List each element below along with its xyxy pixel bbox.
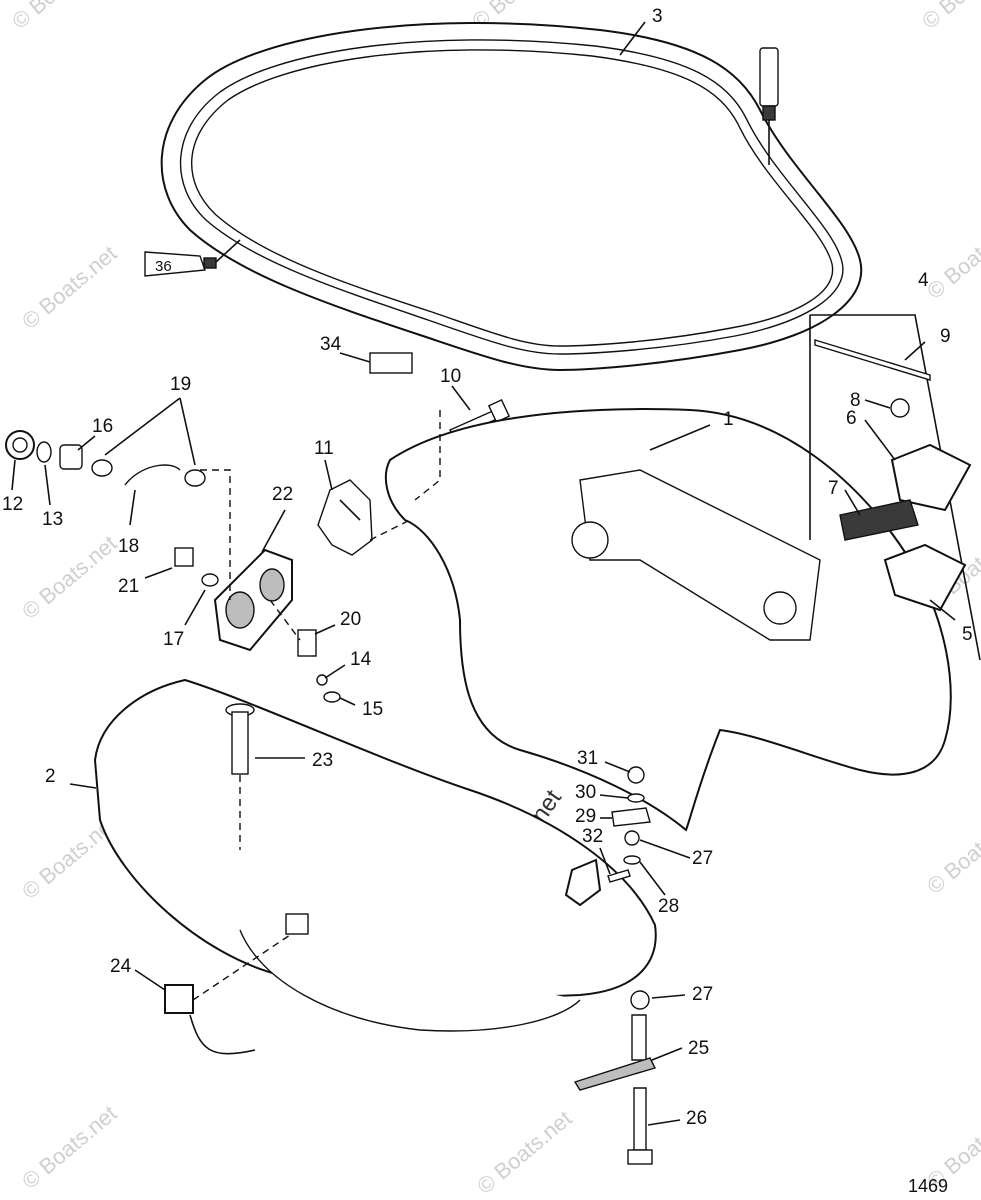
callout-1: 1 [723, 409, 734, 430]
callout-20: 20 [340, 609, 361, 630]
part-latch-hardware [564, 766, 657, 1165]
callout-3: 3 [652, 6, 663, 27]
sealant-tube-right [759, 47, 779, 165]
callout-27a: 27 [692, 848, 713, 869]
watermark: © Boats.net [7, 0, 111, 34]
watermark: © Boats.net [17, 531, 121, 624]
part-bracket-11 [317, 479, 373, 556]
callout-19: 19 [170, 374, 191, 395]
part-fittings-left [5, 430, 341, 703]
part-label-decal [369, 352, 413, 374]
callout-6: 6 [846, 408, 857, 429]
callout-labels: 1 2 3 4 5 6 7 8 9 10 11 12 13 14 15 16 1… [2, 6, 973, 1129]
watermark: © Boats.net [17, 1101, 121, 1194]
callout-10: 10 [440, 366, 461, 387]
callout-2: 2 [45, 766, 56, 787]
callout-22: 22 [272, 484, 293, 505]
callout-32: 32 [582, 826, 603, 847]
callout-13: 13 [42, 509, 63, 530]
watermark: © Boats.net [922, 806, 981, 899]
callout-7: 7 [828, 478, 839, 499]
part-tube-23 [225, 703, 255, 775]
callout-17: 17 [163, 629, 184, 650]
callout-25: 25 [688, 1038, 709, 1059]
watermark: © Boats.net [17, 241, 121, 334]
tube-label: 36 [155, 258, 172, 275]
callout-12: 12 [2, 494, 23, 515]
part-upper-cowl [384, 408, 952, 832]
figure-number: 1469 [908, 1176, 948, 1196]
callout-15: 15 [362, 699, 383, 720]
inset-kit-box [809, 314, 981, 661]
callout-26: 26 [686, 1108, 707, 1129]
callout-5: 5 [962, 624, 973, 645]
part-seal [160, 22, 863, 372]
watermark: © Boats.net [922, 211, 981, 304]
callout-11: 11 [314, 438, 334, 459]
callout-34: 34 [320, 334, 342, 355]
callout-leaders [11, 21, 956, 1126]
watermark: © Boats.net [917, 0, 981, 34]
callout-29: 29 [575, 806, 596, 827]
callout-18: 18 [118, 536, 139, 557]
callout-4: 4 [918, 270, 929, 291]
callout-21: 21 [118, 576, 139, 597]
callout-23: 23 [312, 750, 333, 771]
callout-9: 9 [940, 326, 951, 347]
callout-16: 16 [92, 416, 113, 437]
part-switch-24 [164, 984, 256, 1055]
sealant-tube-36: 36 [144, 239, 241, 277]
callout-28: 28 [658, 896, 679, 917]
assembly-lines [192, 410, 441, 1001]
part-grommet-22 [213, 548, 293, 652]
callout-24: 24 [110, 956, 132, 977]
callout-14: 14 [350, 649, 372, 670]
callout-27b: 27 [692, 984, 713, 1005]
callout-31: 31 [577, 748, 598, 769]
callout-30: 30 [575, 782, 596, 803]
watermark: © Boats.net [472, 1106, 576, 1199]
callout-8: 8 [850, 390, 861, 411]
